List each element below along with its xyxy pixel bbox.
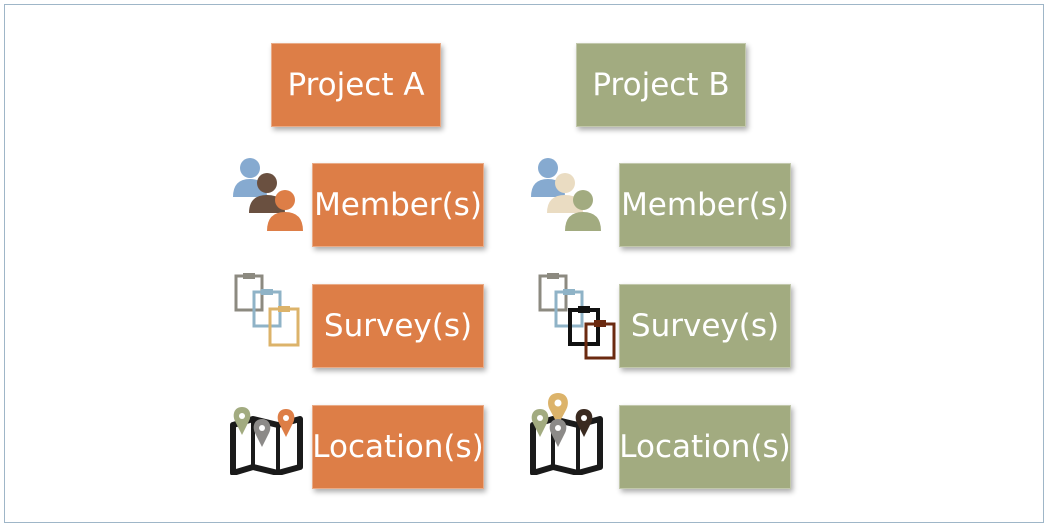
surveys-icon bbox=[234, 273, 300, 347]
project-b-surveys-box: Survey(s) bbox=[619, 284, 791, 368]
project-a-locations-box: Location(s) bbox=[312, 405, 484, 489]
project-b-box: Project B bbox=[576, 43, 746, 127]
project-a-members-box: Member(s) bbox=[312, 163, 484, 247]
project-a-members-label: Member(s) bbox=[314, 187, 482, 223]
locations-icon bbox=[230, 407, 303, 475]
project-b-locations-label: Location(s) bbox=[619, 429, 791, 465]
project-b-members-label: Member(s) bbox=[621, 187, 789, 223]
locations-icon bbox=[530, 393, 603, 475]
diagram-frame bbox=[4, 4, 1044, 523]
project-a-surveys-label: Survey(s) bbox=[323, 308, 473, 344]
project-b-surveys-label: Survey(s) bbox=[630, 308, 780, 344]
members-icon bbox=[531, 158, 601, 231]
surveys-icon bbox=[538, 273, 616, 360]
project-b-title: Project B bbox=[592, 67, 730, 103]
project-a-box: Project A bbox=[271, 43, 441, 127]
project-a-surveys-box: Survey(s) bbox=[312, 284, 484, 368]
project-b-locations-box: Location(s) bbox=[619, 405, 791, 489]
project-a-title: Project A bbox=[287, 67, 425, 103]
members-icon bbox=[233, 158, 303, 231]
project-a-locations-label: Location(s) bbox=[312, 429, 484, 465]
project-b-members-box: Member(s) bbox=[619, 163, 791, 247]
